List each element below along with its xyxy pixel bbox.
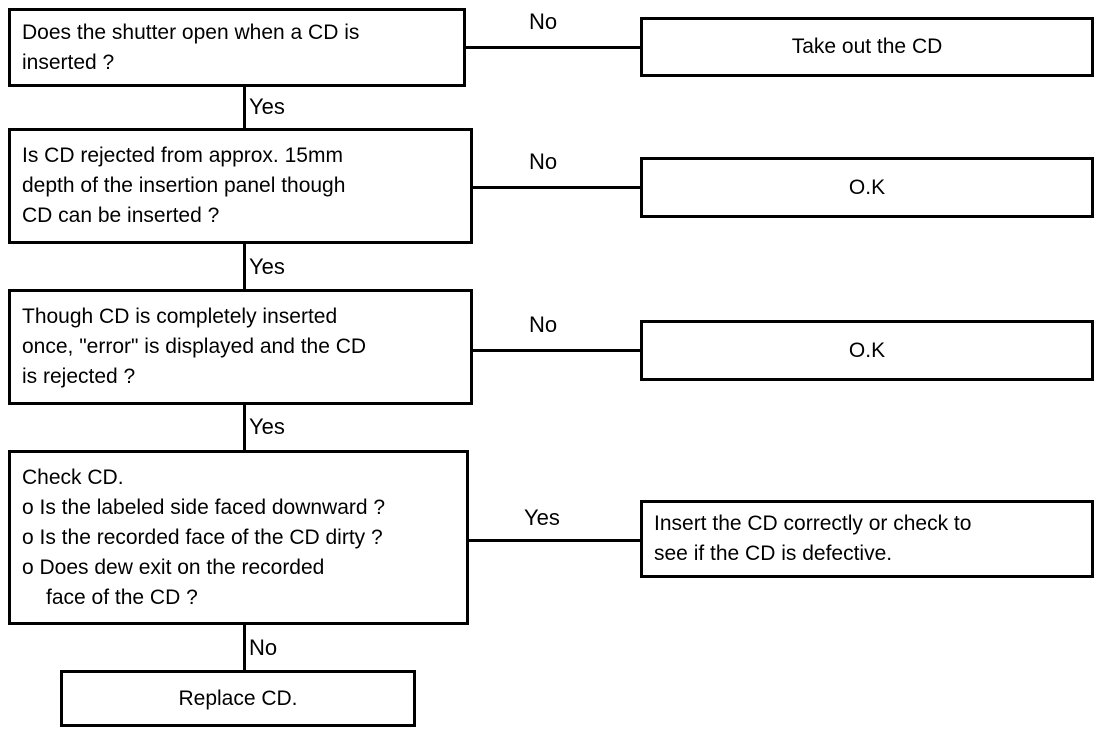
decision-box-cd-rejected-15mm-line-1: Is CD rejected from approx. 15mm [22,144,343,167]
connector-q4-no [243,624,246,672]
decision-box-shutter-open[interactable]: Does the shutter open when a CD is inser… [8,8,466,87]
edge-label-q2-yes: Yes [249,254,285,279]
result-box-take-out-cd-line-1: Take out the CD [791,35,943,58]
decision-box-cd-rejected-15mm-line-3: CD can be inserted ? [22,204,220,227]
decision-box-cd-rejected-15mm[interactable]: Is CD rejected from approx. 15mm depth o… [8,128,473,244]
decision-box-error-displayed-line-3: is rejected ? [22,365,136,388]
decision-box-check-cd-line-5: face of the CD ? [46,585,198,609]
result-box-ok-2[interactable]: O.K [640,320,1094,381]
decision-box-shutter-open-line-2: inserted ? [22,50,115,74]
edge-label-q1-no: No [529,9,558,34]
decision-box-shutter-open-line-1: Does the shutter open when a CD is [22,20,360,44]
decision-box-check-cd[interactable]: Check CD. o Is the labeled side faced do… [8,450,469,625]
decision-box-check-cd-line-3: o Is the recorded face of the CD dirty ? [22,525,383,549]
decision-box-error-displayed[interactable]: Though CD is completely inserted once, "… [8,289,473,405]
connector-q2-yes [243,243,246,290]
edge-label-q2-no: No [529,149,558,174]
connector-q1-no [466,46,642,49]
edge-label-q3-yes: Yes [249,414,285,439]
connector-q3-no [472,349,642,352]
connector-q4-yes [468,539,642,542]
decision-box-error-displayed-line-2: once, "error" is displayed and the CD [22,335,367,358]
edge-label-q4-no: No [249,635,278,660]
decision-box-cd-rejected-15mm-line-2: depth of the insertion panel though [22,174,346,197]
decision-box-check-cd-line-4: o Does dew exit on the recorded [22,555,325,579]
edge-label-q4-yes: Yes [524,505,560,530]
result-box-insert-cd-correctly[interactable]: Insert the CD correctly or check to see … [640,500,1094,578]
edge-label-q1-yes: Yes [249,94,285,119]
connector-q3-yes [243,404,246,452]
result-box-replace-cd[interactable]: Replace CD. [60,670,416,727]
connector-q2-no [472,186,642,189]
edge-label-q3-no: No [529,312,558,337]
decision-box-check-cd-line-1: Check CD. [22,465,124,489]
decision-box-check-cd-line-2: o Is the labeled side faced downward ? [22,495,386,519]
result-box-insert-cd-correctly-line-2: see if the CD is defective. [654,542,893,565]
result-box-insert-cd-correctly-line-1: Insert the CD correctly or check to [654,512,972,535]
connector-q1-yes [243,86,246,129]
result-box-ok-2-line-1: O.K [848,338,886,362]
result-box-ok-1[interactable]: O.K [640,157,1094,218]
result-box-take-out-cd[interactable]: Take out the CD [640,17,1094,77]
decision-box-error-displayed-line-1: Though CD is completely inserted [22,305,338,328]
result-box-replace-cd-line-1: Replace CD. [178,686,298,710]
result-box-ok-1-line-1: O.K [848,175,886,199]
